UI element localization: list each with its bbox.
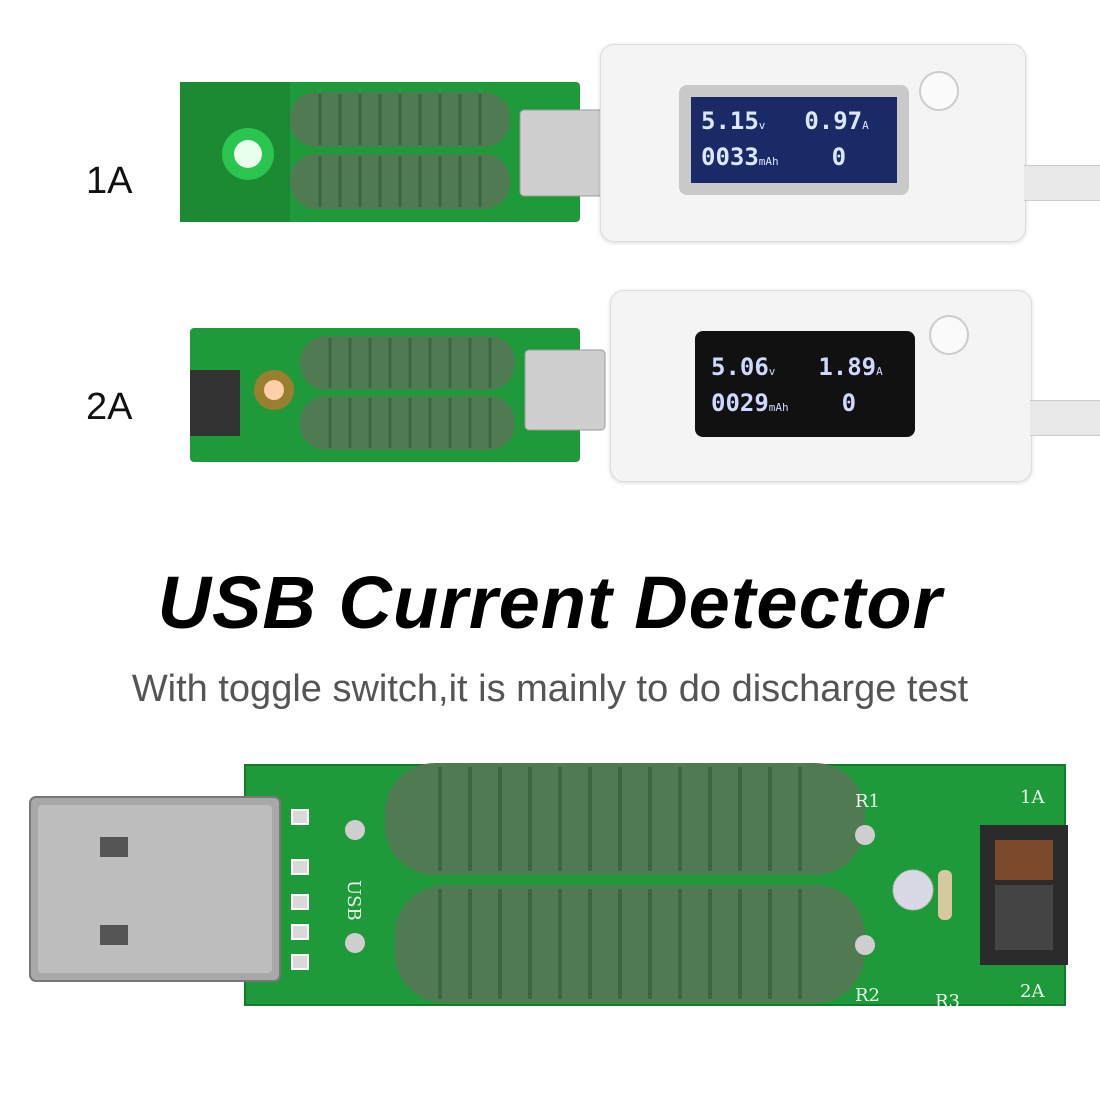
extra-readout-2a: 0 [841,389,857,417]
mode-label-2a: 2A [86,386,133,428]
load-board-1a [180,82,606,222]
current-readout-2a: 1.89 [818,353,877,381]
voltage-unit-2a: v [768,365,776,378]
led [892,869,934,911]
capacity-unit-1a: mAh [758,155,779,168]
resistor-r1 [385,763,865,875]
meter-1a: 5.15v 0.97A 0033mAh 0 [600,44,1026,242]
capacity-readout-1a: 0033 [701,143,759,171]
extra-readout-1a: 0 [831,143,847,171]
subheadline: With toggle switch,it is mainly to do di… [131,668,969,710]
silk-usb: USB [343,880,364,921]
silk-2a: 2A [1020,981,1045,1002]
headline: USB Current Detector [157,561,943,644]
voltage-readout-1a: 5.15 [701,107,759,135]
silk-1a: 1A [1020,787,1045,808]
lcd-screen-1a: 5.15v 0.97A 0033mAh 0 [679,85,909,195]
voltage-readout-2a: 5.06 [711,353,769,381]
mode-label-1a: 1A [86,160,133,202]
lcd-screen-2a: 5.06v 1.89A 0029mAh 0 [695,331,915,437]
resistor-r3 [938,870,952,920]
capacity-unit-2a: mAh [768,401,789,414]
resistor-r2 [395,885,865,1003]
cable-2a [1030,400,1100,436]
voltage-unit-1a: v [758,119,766,132]
current-unit-1a: A [862,119,869,132]
current-readout-1a: 0.97 [804,107,863,135]
meter-button-2a[interactable] [929,315,969,355]
silk-r1: R1 [855,791,880,812]
capacity-readout-2a: 0029 [711,389,769,417]
usb-load-board: USB R1 R2 R3 1A 2A [29,763,1068,1012]
current-unit-2a: A [876,365,883,378]
meter-button-1a[interactable] [919,71,959,111]
meter-2a: 5.06v 1.89A 0029mAh 0 [610,290,1032,482]
cable-1a [1024,165,1100,201]
silk-r2: R2 [855,985,880,1006]
silk-r3: R3 [935,991,960,1012]
load-board-2a [190,328,606,462]
